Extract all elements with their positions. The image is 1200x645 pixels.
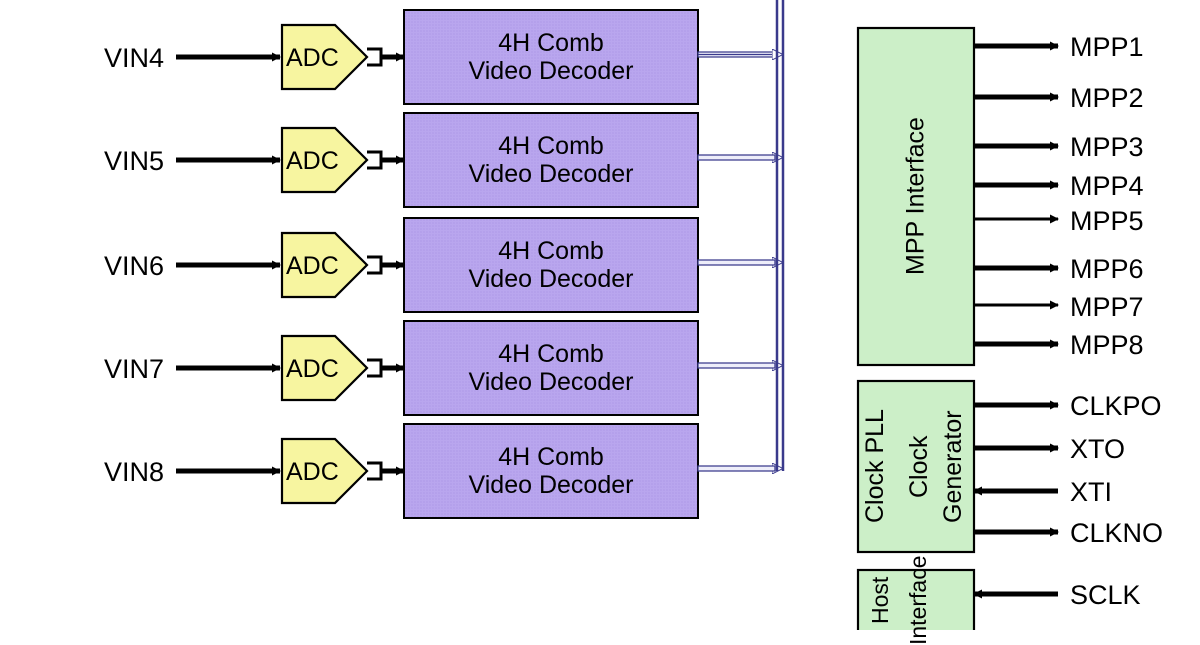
decoder-label-5: 4H Comb Video Decoder — [404, 443, 698, 499]
adc-block-2 — [280, 126, 369, 194]
clock-pll-block — [856, 379, 976, 554]
adc-bus-stub-4 — [367, 358, 383, 378]
decoder-label-3-line2: Video Decoder — [468, 265, 634, 293]
input-label-vin5: VIN5 — [104, 146, 165, 176]
decoder-bus-2 — [697, 154, 776, 161]
adc-block-1 — [280, 23, 369, 91]
mpp-interface-block — [856, 26, 976, 367]
adc-label-2: ADC — [286, 147, 339, 175]
pin-label-xti: XTI — [1070, 477, 1113, 507]
clock-block-label-line2: Clock — [905, 435, 933, 498]
input-label-vin7: VIN7 — [104, 354, 165, 384]
decoder-bus-3 — [697, 259, 776, 266]
diagram-canvas — [176, 0, 1059, 645]
output-label-mpp5: MPP5 — [1070, 206, 1144, 236]
decoder-label-1: 4H Comb Video Decoder — [404, 29, 698, 85]
clock-block-label-line3: Generator — [939, 410, 967, 523]
decoder-bus-5 — [697, 465, 776, 472]
adc-bus-stub-1 — [367, 47, 383, 67]
adc-bus-stub-3 — [367, 255, 383, 275]
clock-block-label-line1: Clock PLL — [861, 409, 889, 524]
output-label-mpp2: MPP2 — [1070, 83, 1144, 113]
decoder-label-2-line1: 4H Comb — [498, 132, 604, 160]
pin-label-clkno: CLKNO — [1070, 518, 1164, 548]
adc-bus-stub-5 — [367, 461, 383, 481]
adc-block-4 — [280, 334, 369, 402]
adc-label-3: ADC — [286, 252, 339, 280]
decoder-block-3 — [403, 217, 699, 313]
adc-bus-stub-2 — [367, 150, 383, 170]
input-label-vin6: VIN6 — [104, 251, 165, 281]
output-label-mpp1: MPP1 — [1070, 32, 1144, 62]
decoder-label-4: 4H Comb Video Decoder — [404, 340, 698, 396]
decoder-block-2 — [403, 112, 699, 208]
adc-block-5 — [280, 437, 369, 505]
adc-block-3 — [280, 231, 369, 299]
mpp-interface-label: MPP Interface — [901, 117, 930, 276]
decoder-label-4-line1: 4H Comb — [498, 340, 604, 368]
decoder-label-1-line1: 4H Comb — [498, 29, 604, 57]
decoder-block-5 — [403, 423, 699, 519]
adc-label-5: ADC — [286, 458, 339, 486]
output-label-mpp4: MPP4 — [1070, 171, 1144, 201]
host-block-label-line1: Host — [867, 576, 893, 624]
output-label-mpp7: MPP7 — [1070, 292, 1144, 322]
adc-label-1: ADC — [286, 44, 339, 72]
block-diagram: VIN4 VIN5 VIN6 VIN7 VIN8 ADC ADC ADC ADC… — [104, 0, 1164, 645]
pin-label-xto: XTO — [1070, 434, 1126, 464]
output-label-mpp3: MPP3 — [1070, 132, 1144, 162]
decoder-label-1-line2: Video Decoder — [468, 57, 634, 85]
decoder-bus-4 — [697, 362, 776, 369]
host-block-label-line2: Interface — [905, 555, 931, 645]
decoder-label-4-line2: Video Decoder — [468, 368, 634, 396]
output-label-mpp6: MPP6 — [1070, 254, 1144, 284]
decoder-block-1 — [403, 9, 699, 105]
decoder-label-3: 4H Comb Video Decoder — [404, 237, 698, 293]
input-label-vin8: VIN8 — [104, 457, 165, 487]
decoder-label-5-line1: 4H Comb — [498, 443, 604, 471]
decoder-label-2-line2: Video Decoder — [468, 160, 634, 188]
pin-label-clkpo: CLKPO — [1070, 391, 1162, 421]
pin-label-sclk: SCLK — [1070, 580, 1141, 610]
input-label-vin4: VIN4 — [104, 43, 165, 73]
adc-label-4: ADC — [286, 355, 339, 383]
decoder-label-2: 4H Comb Video Decoder — [404, 132, 698, 188]
decoder-label-3-line1: 4H Comb — [498, 237, 604, 265]
decoder-label-5-line2: Video Decoder — [468, 471, 634, 499]
output-label-mpp8: MPP8 — [1070, 330, 1144, 360]
